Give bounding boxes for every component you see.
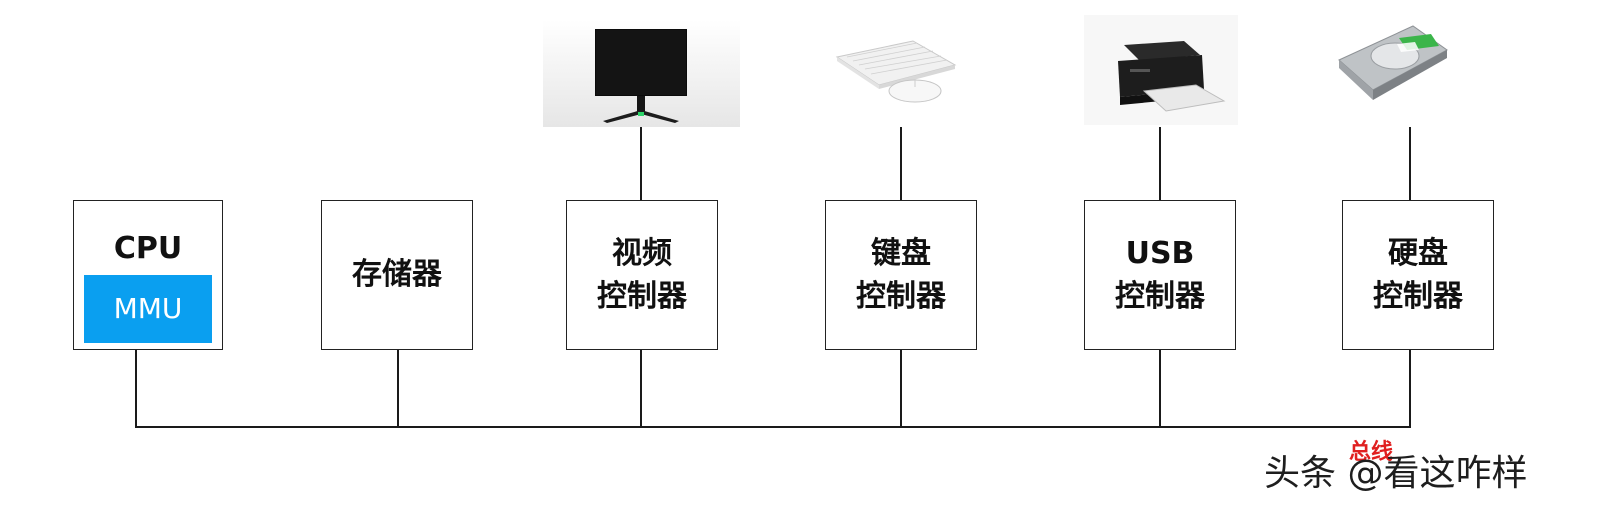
link-keyboard-device xyxy=(900,127,902,200)
usb-controller-label-line2: 控制器 xyxy=(1115,279,1205,314)
memory-label: 存储器 xyxy=(352,257,442,293)
keyboard-controller-label-line2: 控制器 xyxy=(856,279,946,314)
video-controller-label-line2: 控制器 xyxy=(597,279,687,314)
keyboard-mouse-icon xyxy=(835,40,957,103)
cpu-box: CPU MMU xyxy=(73,200,223,350)
link-usb-printer xyxy=(1159,127,1161,200)
cpu-label: CPU xyxy=(113,231,183,266)
bus-connector-keyboard xyxy=(900,350,902,427)
monitor-icon xyxy=(543,20,740,127)
video-controller-label-line1: 视频 xyxy=(612,235,672,271)
link-video-monitor xyxy=(640,127,642,200)
hard-drive-icon xyxy=(1338,25,1448,100)
link-disk-drive xyxy=(1409,127,1411,200)
disk-controller-box: 硬盘 控制器 xyxy=(1342,200,1494,350)
disk-controller-label-line1: 硬盘 xyxy=(1388,235,1448,271)
printer-icon xyxy=(1084,15,1238,125)
bus-label: 总线 xyxy=(1349,440,1394,465)
keyboard-controller-box: 键盘 控制器 xyxy=(825,200,977,350)
memory-box: 存储器 xyxy=(321,200,473,350)
bus-connector-memory xyxy=(397,350,399,427)
usb-controller-label-line1: USB xyxy=(1125,235,1195,271)
bus-connector-usb xyxy=(1159,350,1161,427)
bus-line xyxy=(135,426,1411,428)
disk-controller-label-line2: 控制器 xyxy=(1373,279,1463,314)
bus-connector-video xyxy=(640,350,642,427)
bus-connector-disk xyxy=(1409,350,1411,427)
watermark-text: 头条 @看这咋样 xyxy=(1264,453,1528,494)
bus-connector-cpu xyxy=(135,350,137,427)
mmu-block: MMU xyxy=(84,275,212,343)
usb-controller-box: USB 控制器 xyxy=(1084,200,1236,350)
keyboard-controller-label-line1: 键盘 xyxy=(871,235,931,271)
video-controller-box: 视频 控制器 xyxy=(566,200,718,350)
